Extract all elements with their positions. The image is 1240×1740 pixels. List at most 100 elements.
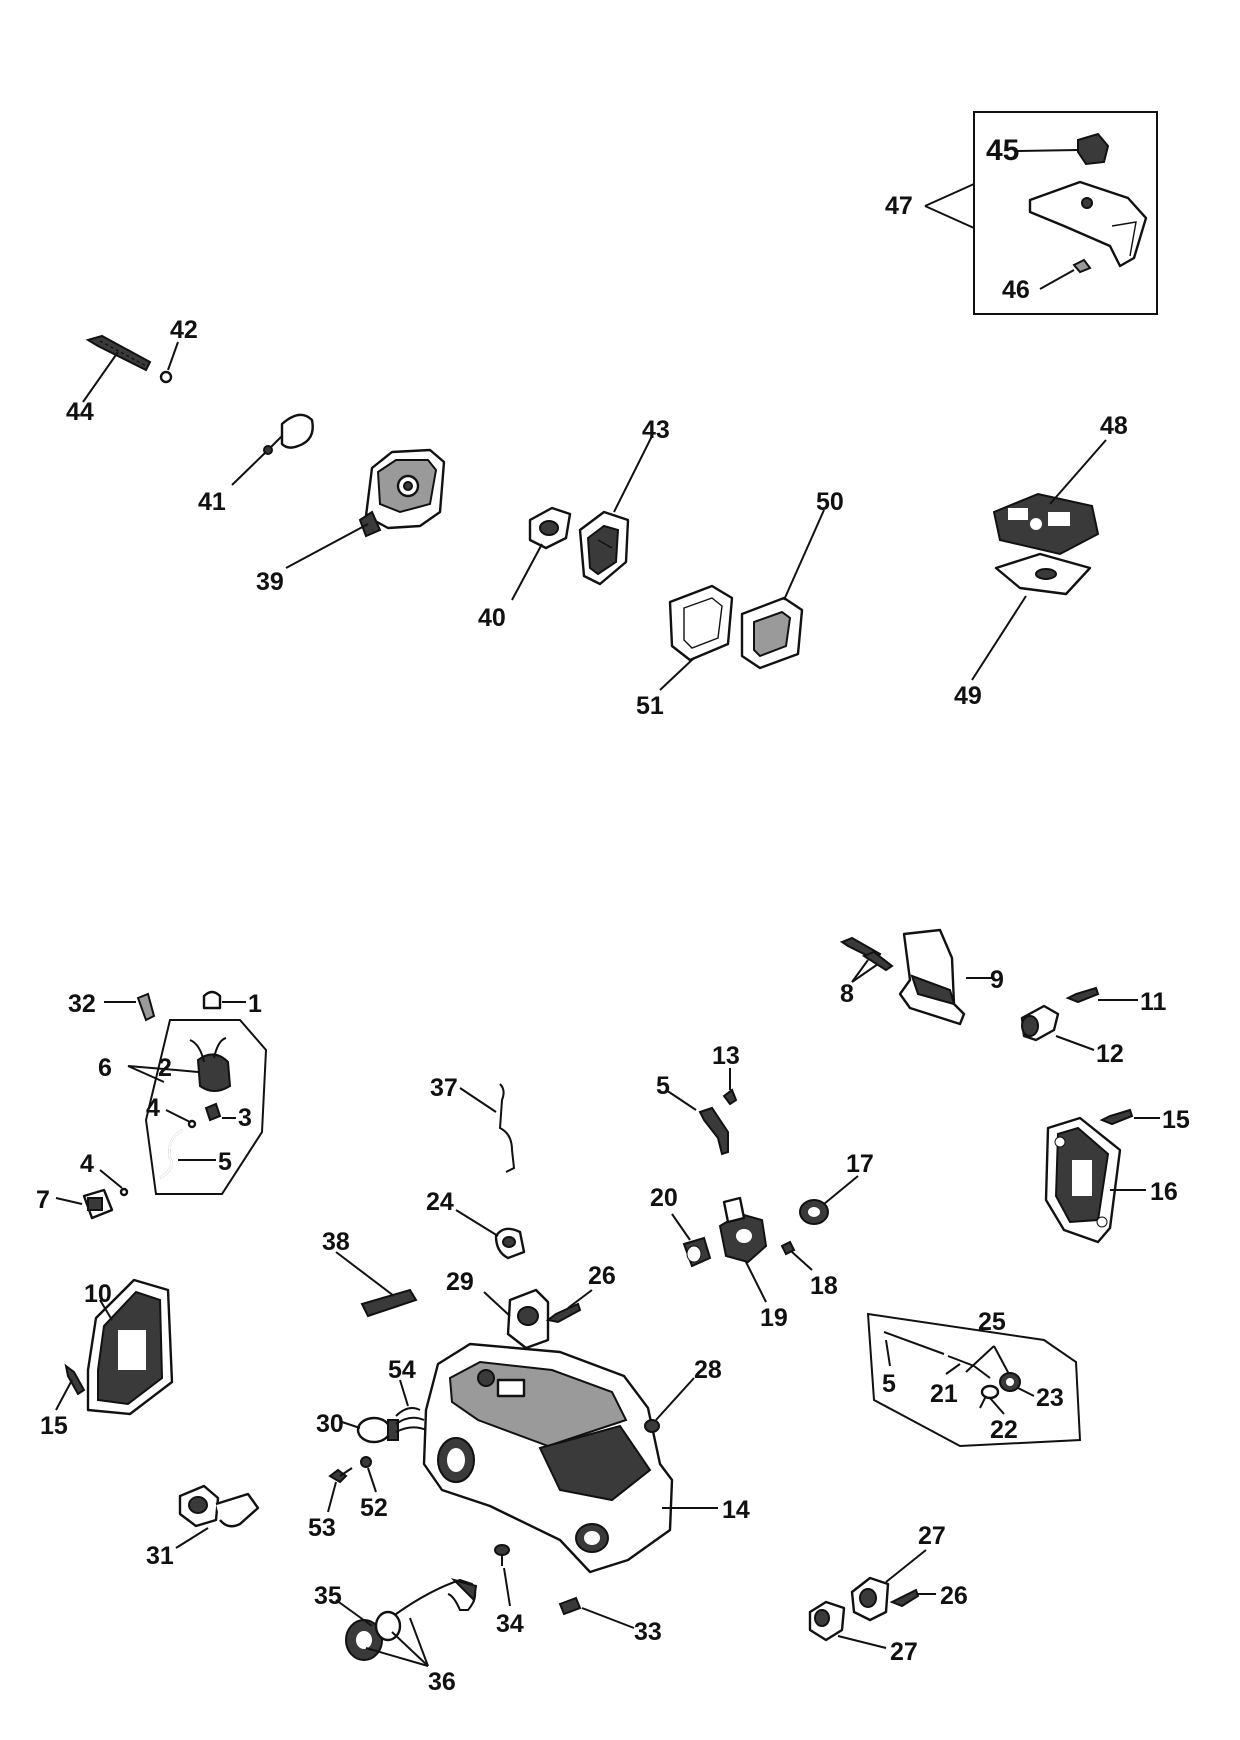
label-50: 50	[816, 488, 844, 516]
label-16: 16	[1150, 1178, 1178, 1206]
plate-part-49	[971, 552, 1092, 681]
gasket-part-51	[659, 584, 734, 691]
knob-part-45	[1017, 132, 1110, 166]
label-22: 22	[990, 1416, 1018, 1444]
screw-part-18	[780, 1240, 813, 1271]
label-24: 24	[426, 1188, 454, 1216]
hose-part-5-pump	[665, 1089, 729, 1156]
crankcase-part-14	[422, 1342, 718, 1574]
label-51: 51	[636, 692, 664, 720]
rod-part-37	[459, 1083, 516, 1173]
intake-part-43	[578, 435, 653, 586]
kit-outline-6	[127, 1019, 268, 1195]
rod-part-5-kit	[883, 1331, 945, 1367]
gasket-part-50	[740, 509, 825, 670]
label-36: 36	[428, 1668, 456, 1696]
label-3: 3	[238, 1104, 252, 1132]
label-29: 29	[446, 1268, 474, 1296]
label-27-lower: 27	[890, 1638, 918, 1666]
filter-part-7	[55, 1188, 114, 1220]
label-2: 2	[158, 1054, 172, 1082]
oil-pump-part-19	[718, 1196, 768, 1303]
label-40: 40	[478, 604, 506, 632]
screw-part-53	[327, 1467, 353, 1513]
label-19: 19	[760, 1304, 788, 1332]
label-45: 45	[986, 134, 1019, 167]
nut-part-23	[999, 1372, 1035, 1397]
washer-part-17	[799, 1175, 859, 1225]
hose-part-36	[365, 1578, 478, 1667]
label-18: 18	[810, 1272, 838, 1300]
part-labels: 45 47 46 42 44 41 39 43 40 50 51 48 49 3…	[36, 134, 1190, 1696]
nut-part-52	[360, 1456, 377, 1493]
screw-part-26-center	[545, 1289, 593, 1324]
fuel-filter-part-2	[175, 1037, 232, 1092]
rod-part-21	[945, 1355, 991, 1379]
screw-part-13	[722, 1068, 738, 1106]
label-26-center: 26	[588, 1262, 616, 1290]
label-48: 48	[1100, 412, 1128, 440]
label-9: 9	[990, 966, 1004, 994]
label-5-pump: 5	[656, 1072, 670, 1100]
kit-box-47	[924, 111, 1158, 315]
label-28: 28	[694, 1356, 722, 1384]
lever-part-41	[231, 413, 314, 486]
pad-part-38	[335, 1251, 418, 1318]
clip-part-33	[558, 1596, 635, 1629]
hose-part-5-left	[159, 1129, 216, 1179]
label-20: 20	[650, 1184, 678, 1212]
label-21: 21	[930, 1380, 958, 1408]
bracket-part-29	[483, 1288, 550, 1350]
nut-part-42	[159, 341, 179, 384]
cover-part-10	[86, 1278, 174, 1416]
label-46: 46	[1002, 276, 1030, 304]
label-10: 10	[84, 1280, 112, 1308]
label-26-right: 26	[940, 1582, 968, 1610]
label-8: 8	[840, 980, 854, 1008]
label-31: 31	[146, 1542, 174, 1570]
label-43: 43	[642, 416, 670, 444]
label-38: 38	[322, 1228, 350, 1256]
label-41: 41	[198, 488, 226, 516]
screw-part-26-right	[889, 1588, 936, 1608]
plate-part-16	[1044, 1116, 1146, 1244]
elbow-part-3	[204, 1102, 236, 1122]
label-32: 32	[68, 990, 96, 1018]
label-42: 42	[170, 316, 198, 344]
label-5-kit: 5	[882, 1370, 896, 1398]
screw-part-15-right	[1099, 1108, 1160, 1126]
label-34: 34	[496, 1610, 524, 1638]
plate-part-48	[992, 439, 1107, 556]
label-44: 44	[66, 398, 94, 426]
label-1: 1	[248, 990, 262, 1018]
label-15-left: 15	[40, 1412, 68, 1440]
oil-pump-part-35	[335, 1599, 402, 1661]
bracket-part-27-upper	[850, 1549, 927, 1622]
label-4-lower: 4	[80, 1150, 94, 1178]
worm-gear-part-20	[671, 1213, 712, 1268]
fitting-part-32	[104, 992, 156, 1022]
label-5-left: 5	[218, 1148, 232, 1176]
gasket-part-40	[511, 506, 572, 601]
label-7: 7	[36, 1186, 50, 1214]
guard-part-9	[898, 928, 992, 1026]
o-ring-part-4-lower	[99, 1169, 129, 1197]
label-11: 11	[1140, 988, 1167, 1016]
label-15-right: 15	[1162, 1106, 1190, 1134]
screw-part-44	[82, 334, 152, 403]
label-33: 33	[634, 1618, 662, 1646]
carburetor-part-39	[285, 448, 446, 569]
label-23: 23	[1036, 1384, 1064, 1412]
label-49: 49	[954, 682, 982, 710]
plug-part-1	[202, 990, 246, 1010]
label-35: 35	[314, 1582, 342, 1610]
label-4-upper: 4	[146, 1094, 160, 1122]
screw-part-34	[494, 1544, 511, 1607]
cover-part-47	[1028, 180, 1148, 268]
label-27-upper: 27	[918, 1522, 946, 1550]
wires-part-54	[395, 1379, 427, 1433]
bracket-part-27-lower	[808, 1600, 887, 1649]
label-39: 39	[256, 568, 284, 596]
label-25: 25	[978, 1308, 1006, 1336]
bolts-part-8	[839, 936, 894, 983]
